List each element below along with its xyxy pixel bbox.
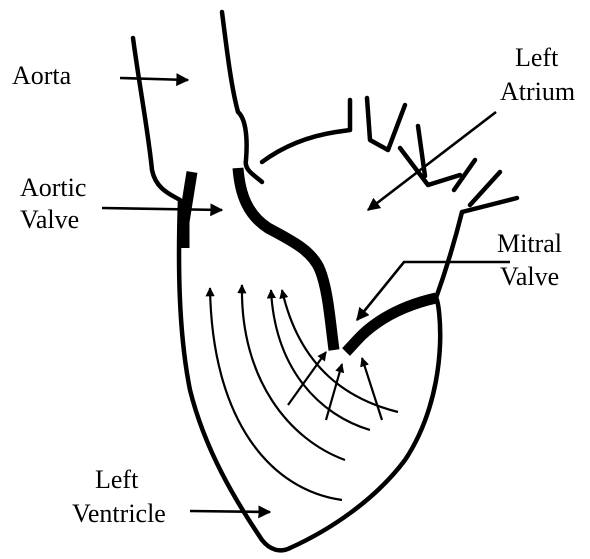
inflow-arrow-3 <box>362 358 382 420</box>
label-pointers <box>102 78 510 512</box>
left-ventricle-pointer <box>190 511 270 512</box>
inflow-arrow-2 <box>326 364 342 420</box>
valves <box>184 168 436 352</box>
label-left-atrium-line2: Atrium <box>500 77 575 106</box>
blood-flow-arrows <box>210 285 398 500</box>
aorta-pointer <box>120 78 188 80</box>
atrium-roof <box>262 100 350 162</box>
label-aortic-valve-line2: Valve <box>20 205 79 234</box>
inflow-arrow-1 <box>288 352 326 405</box>
mitral-valve-pointer <box>357 262 510 320</box>
pulmonary-vein-6 <box>470 172 500 205</box>
pulmonary-vein-1 <box>367 98 405 150</box>
label-left-ventricle-line1: Left <box>95 465 139 494</box>
mitral-valve-leaflet <box>346 298 436 352</box>
label-aorta: Aorta <box>12 61 72 90</box>
aorta-right-wall <box>222 12 262 182</box>
flow-arrow-1 <box>210 288 342 500</box>
label-mitral-valve-line1: Mitral <box>497 229 562 258</box>
aorta-left-wall <box>133 38 290 550</box>
label-mitral-valve-line2: Valve <box>500 262 559 291</box>
atrium-right-wall <box>436 212 462 298</box>
aortic-valve-leaflet-right <box>238 168 334 350</box>
flow-arrow-4 <box>282 290 398 412</box>
aortic-valve-pointer <box>102 208 222 210</box>
label-left-ventricle-line2: Ventricle <box>72 499 166 528</box>
label-left-atrium-line1: Left <box>515 43 559 72</box>
label-aortic-valve-line1: Aortic <box>20 173 86 202</box>
